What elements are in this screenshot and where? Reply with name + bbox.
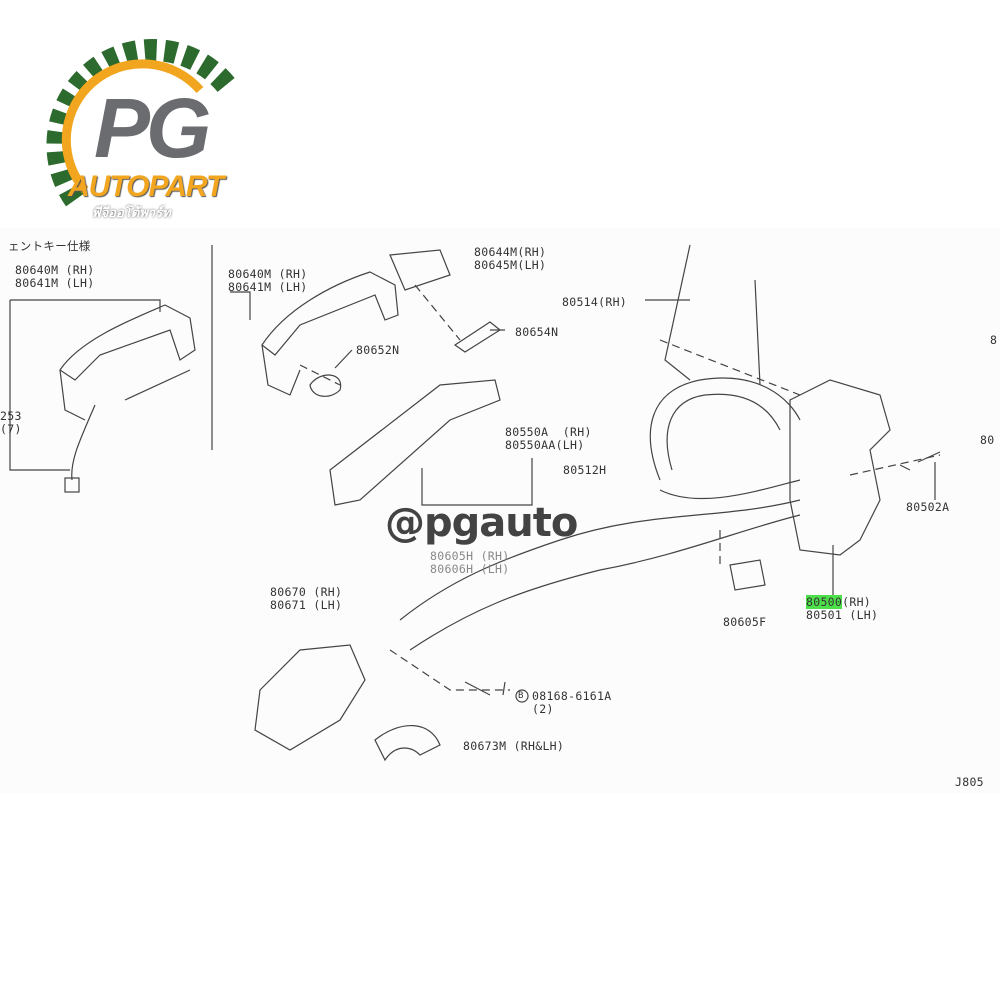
- label-right-top: 8: [990, 333, 998, 347]
- label-clip2: 80605F: [723, 615, 767, 629]
- label-inset-handle: 80640M (RH) 80641M (LH): [15, 263, 95, 290]
- bolt-marker-circle: [515, 689, 529, 703]
- pg-autopart-logo: PG AUTOPART พีจีออโต้พาร์ท: [30, 30, 250, 230]
- label-handle: 80640M (RH) 80641M (LH): [228, 267, 308, 294]
- logo-thai: พีจีออโต้พาร์ท: [92, 206, 171, 221]
- label-clip: 80512H: [563, 463, 607, 477]
- cable-vertical: [754, 279, 761, 386]
- label-escutcheon: 80673M (RH&LH): [463, 739, 565, 753]
- handle-cover: [389, 249, 451, 291]
- lock-rh-suffix: (RH): [842, 595, 872, 609]
- leader-lines: [230, 291, 911, 506]
- label-cable-hidden: 80605H (RH) 80606H (LH): [430, 549, 510, 576]
- gear-icon: [46, 38, 239, 207]
- lock-lh: 80501 (LH): [806, 608, 879, 622]
- label-door-lock: 80500(RH)80501 (LH): [806, 595, 879, 622]
- logo-brand: PG: [94, 81, 211, 175]
- logo-name: AUTOPART: [68, 170, 224, 203]
- watermark: @pgauto: [385, 500, 578, 546]
- label-ref: J805: [955, 775, 984, 789]
- label-bracket: 80550A (RH) 80550AA(LH): [505, 425, 592, 452]
- door-lock: [789, 379, 891, 556]
- cable-loop: [649, 377, 801, 481]
- label-rod: 80514(RH): [562, 295, 628, 309]
- bracket: [329, 379, 501, 506]
- grommet: [309, 374, 342, 397]
- inset-connector: [64, 477, 80, 493]
- escutcheon: [374, 725, 441, 762]
- inset-handle: [59, 304, 196, 481]
- label-inset-title: ェントキー仕様: [8, 239, 91, 253]
- highlighted-part-number: 80500: [806, 595, 843, 609]
- outside-handle: [261, 271, 399, 396]
- label-inset-partial: 253 (7): [0, 409, 22, 436]
- screw-80502A: [917, 451, 941, 500]
- dashed-lines: [299, 284, 941, 691]
- cables: [399, 479, 801, 651]
- bolt: [464, 681, 506, 696]
- label-grommet: 80652N: [356, 343, 400, 357]
- gasket: [453, 321, 502, 353]
- clip-80605F: [729, 559, 766, 591]
- label-right-mid: 80: [980, 433, 995, 447]
- rod: [664, 244, 691, 381]
- label-bolt: 08168-6161A (2): [532, 689, 612, 716]
- parts-diagram: [0, 228, 1000, 793]
- label-gasket: 80654N: [515, 325, 559, 339]
- label-handle-cover: 80644M(RH) 80645M(LH): [474, 245, 547, 272]
- inner-handle: [254, 644, 366, 751]
- bolt-marker: B: [518, 691, 524, 701]
- label-screw: 80502A: [906, 500, 950, 514]
- label-inner-handle: 80670 (RH) 80671 (LH): [270, 585, 343, 612]
- inset-frame: [9, 245, 213, 471]
